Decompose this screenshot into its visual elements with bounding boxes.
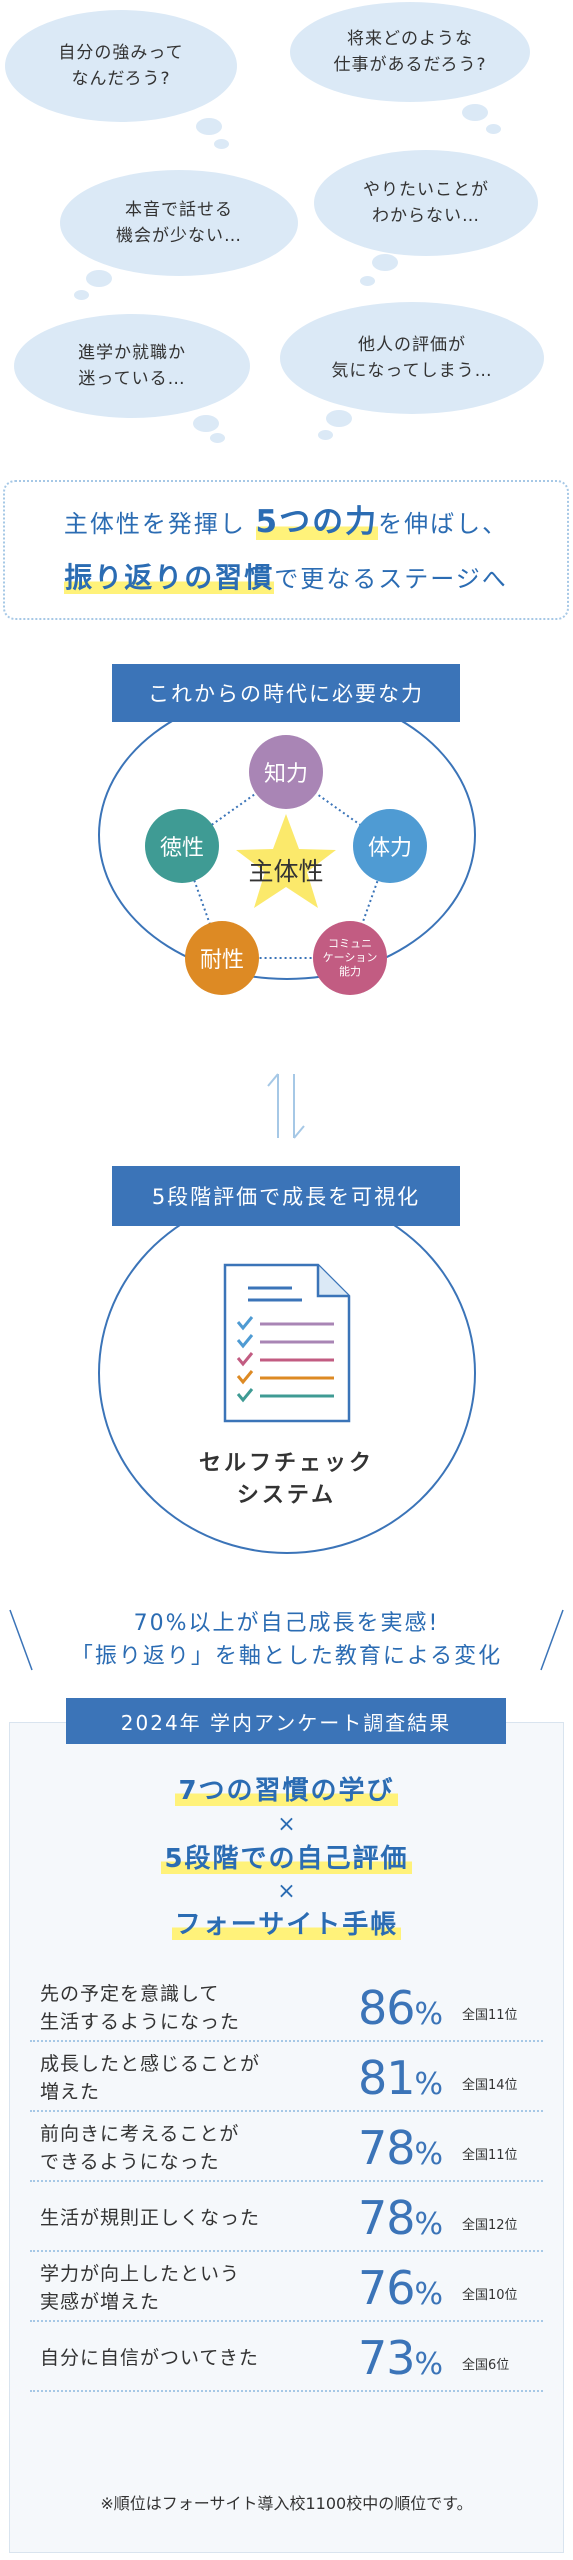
formula-habits: 7つの習慣の学び — [0, 1770, 573, 1807]
bubble-6: 他人の評価が 気になってしまう… — [280, 302, 544, 414]
result-row: 前向きに考えることが できるようになった 78% 全国11位 — [30, 2114, 543, 2182]
results-head-1: 70%以上が自己成長を実感! — [133, 1611, 440, 1636]
section1-label: これからの時代に必要な力 — [112, 664, 460, 722]
worry-bubbles: 自分の強みって なんだろう? 将来どのような 仕事があるだろう? 本音で話せる … — [0, 0, 573, 450]
bubble-6-tail — [326, 410, 352, 427]
formula-self-eval: 5段階での自己評価 — [0, 1838, 573, 1875]
result-rank: 全国11位 — [462, 2148, 518, 2163]
bubble-4-tail-small — [360, 276, 375, 286]
bubble-2: 将来どのような 仕事があるだろう? — [290, 2, 530, 102]
bubble-1: 自分の強みって なんだろう? — [5, 10, 237, 122]
bubble-4: やりたいことが わからない… — [314, 150, 538, 256]
headline-line-1: 主体性を発揮し 5つの力を伸ばし、 — [64, 495, 508, 551]
footnote: ※順位はフォーサイト導入校1100校中の順位です。 — [100, 2494, 473, 2513]
section2-label: 5段階評価で成長を可視化 — [112, 1166, 460, 1226]
result-percent: 78% — [358, 2121, 443, 2175]
bubble-5-tail — [193, 415, 219, 432]
result-row: 成長したと感じることが 増えた 81% 全国14位 — [30, 2044, 543, 2112]
bubble-3: 本音で話せる 機会が少ない… — [60, 170, 298, 276]
result-percent: 73% — [358, 2331, 443, 2385]
headline-text-a: 主体性を発揮し — [63, 509, 246, 538]
bubble-1-tail — [196, 118, 222, 135]
results-head-2: 「振り返り」を軸とした教育による変化 — [70, 1644, 503, 1669]
node-endurance: 耐性 — [185, 921, 259, 995]
bubble-3-tail-small — [74, 290, 89, 300]
pentagon-lines — [180, 770, 392, 959]
results-slash-decor — [9, 1609, 564, 1671]
result-rank: 全国6位 — [462, 2358, 510, 2373]
result-row: 学力が向上したという 実感が増えた 76% 全国10位 — [30, 2254, 543, 2322]
result-percent: 86% — [358, 1981, 443, 2035]
times-2: × — [277, 1879, 296, 1904]
result-row: 自分に自信がついてきた 73% 全国6位 — [30, 2324, 543, 2392]
bubble-6-tail-small — [318, 430, 333, 440]
result-rank: 全国11位 — [462, 2008, 518, 2023]
bubble-4-tail — [372, 254, 398, 271]
result-rank: 全国14位 — [462, 2078, 518, 2093]
bubble-5: 進学か就職か 迷っている… — [14, 314, 250, 418]
headline-habit: 振り返りの習慣 — [64, 560, 275, 594]
headline-box: 主体性を発揮し 5つの力を伸ばし、 振り返りの習慣で更なるステージへ — [3, 480, 569, 620]
node-intellect: 知力 — [249, 735, 323, 809]
center-label: 主体性 — [248, 857, 324, 886]
result-rank: 全国10位 — [462, 2288, 518, 2303]
times-1: × — [277, 1812, 296, 1837]
node-virtue: 徳性 — [145, 809, 219, 883]
result-row: 生活が規則正しくなった 78% 全国12位 — [30, 2184, 543, 2252]
checklist-document-icon — [223, 1263, 351, 1423]
headline-five-powers: 5つの力 — [255, 503, 379, 540]
headline-text-e: で更なるステージへ — [274, 564, 508, 593]
formula-notebook: フォーサイト手帳 — [0, 1904, 573, 1941]
headline-text-c: を伸ばし、 — [378, 509, 509, 538]
result-row: 先の予定を意識して 生活するようになった 86% 全国11位 — [30, 1974, 543, 2042]
bubble-2-tail-small — [486, 124, 501, 134]
result-percent: 81% — [358, 2051, 443, 2105]
bubble-1-tail-small — [214, 139, 229, 149]
selfcheck-title-2: システム — [236, 1483, 337, 1508]
node-physical: 体力 — [353, 809, 427, 883]
results-label: 2024年 学内アンケート調査結果 — [66, 1698, 506, 1744]
result-rank: 全国12位 — [462, 2218, 518, 2233]
node-communication: コミュニ ケーション 能力 — [313, 921, 387, 995]
selfcheck-title-1: セルフチェック — [198, 1451, 374, 1476]
headline-line-2: 振り返りの習慣で更なるステージへ — [64, 551, 508, 606]
bubble-3-tail — [86, 270, 112, 287]
bubble-2-tail — [462, 104, 488, 121]
center-star — [236, 814, 336, 908]
exchange-arrows-icon — [267, 1073, 305, 1139]
result-percent: 76% — [358, 2261, 443, 2315]
bubble-5-tail-small — [210, 433, 225, 443]
result-percent: 78% — [358, 2191, 443, 2245]
